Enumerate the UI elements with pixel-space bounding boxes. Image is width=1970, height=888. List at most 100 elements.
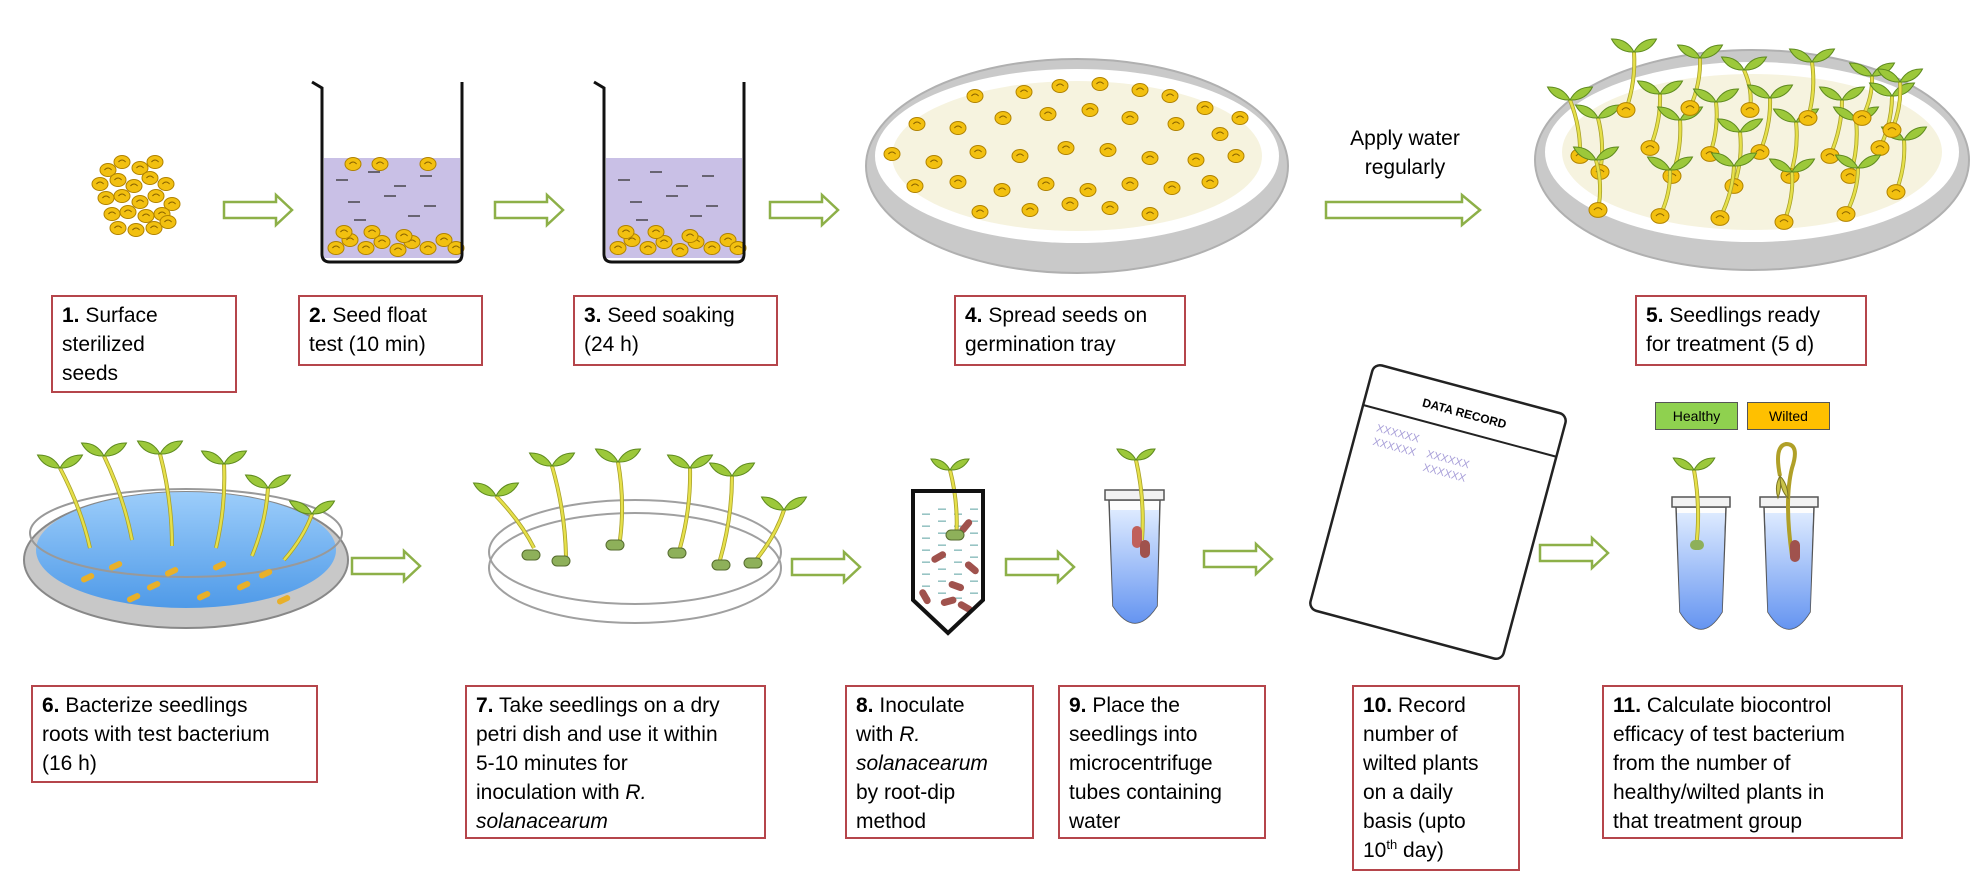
bacterium (1790, 540, 1800, 562)
step-text: Seed float (332, 304, 427, 327)
seedling (1676, 44, 1724, 116)
leaf (760, 496, 785, 511)
seed (1882, 122, 1902, 138)
apply-water-line1: Apply water (1350, 127, 1460, 150)
seedling (1710, 152, 1758, 226)
leaf (1868, 82, 1893, 97)
leaf (1720, 56, 1745, 71)
seedling (1868, 82, 1916, 156)
seed-root (126, 593, 141, 603)
step-text: (16 h) (42, 752, 97, 775)
germination-tray-seedlings (1534, 38, 1970, 271)
leaf (1546, 86, 1571, 101)
seedling (282, 500, 336, 562)
seed (971, 204, 989, 220)
seed (617, 224, 635, 240)
leaf (472, 482, 497, 497)
beaker-soaking (593, 80, 747, 264)
step-text: Calculate biocontrol (1646, 694, 1832, 717)
step-text: R. (899, 723, 921, 746)
seed-root (667, 547, 687, 559)
seed (125, 178, 143, 194)
seed (1836, 206, 1856, 222)
seed (993, 182, 1011, 198)
seed (344, 156, 362, 172)
leaf (1610, 38, 1635, 53)
leaf (1574, 104, 1599, 119)
leaf (1903, 126, 1928, 141)
step-text: roots with test bacterium (42, 723, 270, 746)
seed (1196, 100, 1214, 116)
seed (1015, 84, 1033, 100)
leaf (1715, 88, 1740, 103)
leaf (1768, 158, 1793, 173)
step-number: 1. (62, 304, 80, 327)
leaf (689, 454, 714, 469)
seed (647, 224, 665, 240)
seedling (1788, 48, 1836, 126)
seed (97, 190, 115, 206)
wilted-legend: Wilted (1747, 402, 1830, 430)
leaf (666, 454, 691, 469)
seed (1774, 214, 1794, 230)
seed (1201, 174, 1219, 190)
step-text: Bacterize seedlings (65, 694, 248, 717)
leaf (103, 442, 128, 457)
leaf (1733, 152, 1758, 167)
leaf (1646, 156, 1671, 171)
step-text: inoculation with (476, 781, 626, 804)
step-text: Take seedlings on a dry (498, 694, 720, 717)
seed (327, 240, 345, 256)
seedling (80, 442, 134, 541)
leaf (551, 452, 576, 467)
seed-root (521, 549, 541, 561)
seedling (1876, 68, 1924, 138)
seed (906, 178, 924, 194)
seed (363, 224, 381, 240)
seed-root (276, 595, 291, 605)
step-text: method (856, 810, 927, 833)
seed (157, 176, 175, 192)
leaf (1876, 68, 1901, 83)
step-text: with (856, 723, 900, 746)
seedling (136, 440, 184, 547)
leaf (1572, 146, 1597, 161)
leaf (731, 462, 756, 477)
step-text: solanacearum (476, 810, 608, 833)
healthy-legend: Healthy (1655, 402, 1738, 430)
leaf (1811, 48, 1836, 63)
surface-sterilized-seeds (91, 154, 181, 238)
bacterium (1132, 526, 1142, 548)
seed (1640, 140, 1660, 156)
seed (389, 242, 407, 258)
leaf (36, 454, 61, 469)
leaf (1716, 118, 1741, 133)
step-text: for treatment (5 d) (1646, 333, 1815, 356)
step-text: sterilized (62, 333, 145, 356)
seed-root (1690, 540, 1704, 550)
seed (1141, 206, 1159, 222)
leaf (1116, 448, 1137, 461)
seed (1061, 196, 1079, 212)
step-text: microcentrifuge (1069, 752, 1213, 775)
step-number: 4. (965, 304, 983, 327)
seed (1798, 110, 1818, 126)
step-number: 2. (309, 304, 327, 327)
step-text: Record (1398, 694, 1466, 717)
step-text: Spread seeds on (988, 304, 1148, 327)
leaf (288, 500, 313, 515)
seed (703, 240, 721, 256)
leaf (1669, 156, 1694, 171)
leaf (1656, 106, 1681, 121)
beaker-float-test (311, 80, 465, 264)
step-text: day) (1397, 839, 1444, 862)
step-text: Surface (85, 304, 158, 327)
leaf (1693, 457, 1716, 471)
leaf (1739, 118, 1764, 133)
arrow-6-7 (350, 548, 422, 584)
leaf (159, 440, 184, 455)
